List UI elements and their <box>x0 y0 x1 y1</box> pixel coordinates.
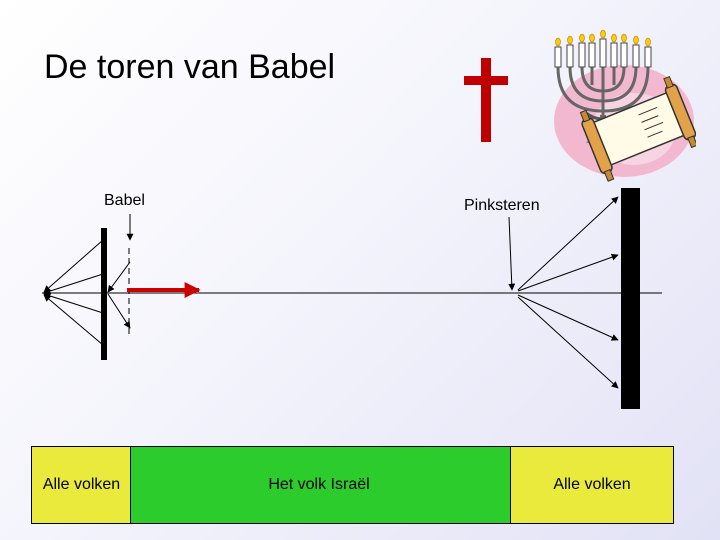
pinksteren-fan-arrow <box>518 295 618 340</box>
pinksteren-down-arrow <box>509 217 512 290</box>
pinksteren-label: Pinksteren <box>464 197 540 215</box>
babel-scatter-arrow <box>108 294 130 328</box>
babel-scatter-arrow <box>44 240 103 292</box>
box-alle-volken-right: Alle volken <box>510 446 674 524</box>
box-label: Alle volken <box>553 476 630 494</box>
babel-scatter-arrow <box>44 274 103 293</box>
box-alle-volken-left: Alle volken <box>31 446 132 524</box>
babel-bar <box>101 228 107 360</box>
pinksteren-fan-arrow <box>518 297 618 388</box>
box-label: Het volk Israël <box>268 476 369 494</box>
pinksteren-bar <box>621 188 640 409</box>
babel-scatter-arrow <box>44 294 103 313</box>
box-volk-israel: Het volk Israël <box>130 446 512 524</box>
babel-scatter-arrow <box>44 295 103 345</box>
babel-scatter-arrow <box>108 262 130 292</box>
babel-label: Babel <box>104 192 145 210</box>
box-label: Alle volken <box>43 476 120 494</box>
pinksteren-fan-arrow <box>518 255 618 291</box>
